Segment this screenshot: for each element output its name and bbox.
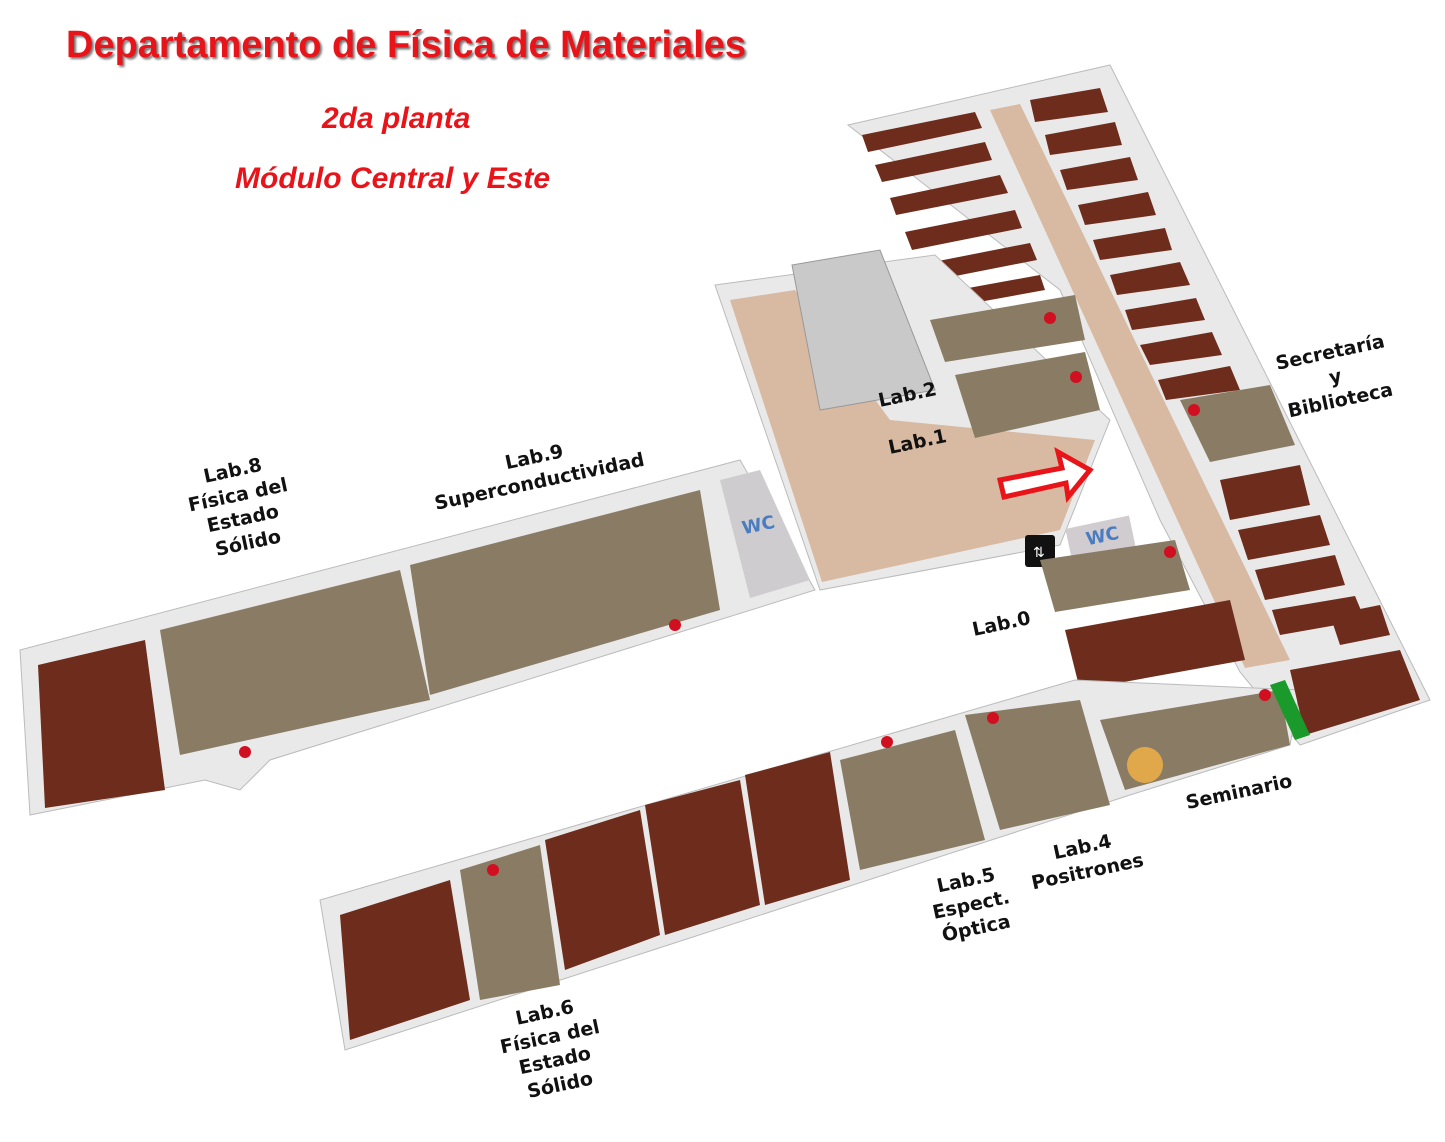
lab2-room (930, 295, 1085, 362)
secretaria-room (1180, 385, 1295, 462)
seminario-office (1290, 650, 1420, 735)
east-offices (862, 88, 1390, 645)
svg-text:⇅: ⇅ (1033, 545, 1045, 561)
lab8-room (160, 570, 430, 755)
lower-offices (1065, 600, 1245, 690)
page-title: Departamento de Física de Materiales (66, 24, 747, 66)
south-office-1 (340, 880, 470, 1040)
floor-subtitle: 2da planta (322, 102, 471, 135)
green-door (1270, 680, 1310, 740)
location-pin-icons (239, 312, 1271, 876)
lab5-room (840, 730, 985, 870)
lab4-room (965, 700, 1110, 830)
exit-arrow-icon (996, 446, 1094, 504)
east-corridor (990, 104, 1290, 668)
stairs (791, 249, 936, 411)
module-subtitle: Módulo Central y Este (235, 162, 551, 195)
lab6-room (460, 845, 560, 1000)
round-table (1127, 747, 1163, 783)
lab8-office (38, 640, 165, 808)
wc-west (720, 470, 810, 598)
lab0-room (1040, 540, 1190, 612)
lab9-room (410, 490, 720, 695)
south-office-3 (645, 780, 760, 935)
south-office-2 (545, 810, 660, 970)
lab1-room (955, 352, 1100, 438)
south-office-4 (745, 752, 850, 905)
